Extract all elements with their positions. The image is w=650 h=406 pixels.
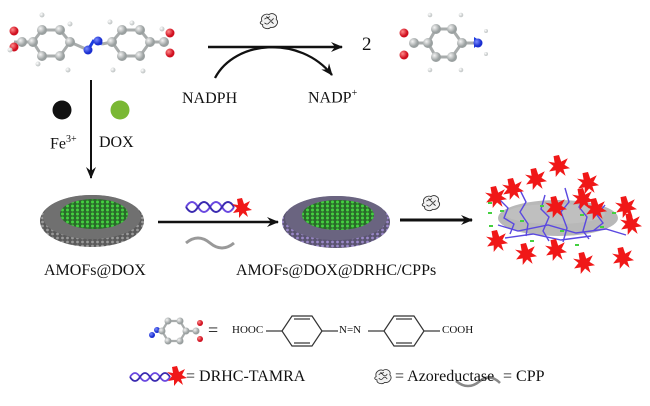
legend-cpp-label: = CPP xyxy=(503,368,545,385)
formula-azo: N=N xyxy=(339,324,362,336)
degraded-framework xyxy=(485,155,642,274)
azoreductase-icon xyxy=(421,195,440,212)
nadp-text: NADP xyxy=(308,89,352,107)
amofs-dox-drhc-cpps-particle xyxy=(282,196,390,248)
legend-azoreductase-label: = Azoreductase xyxy=(395,368,495,385)
amofs-dox-label: AMOFs@DOX xyxy=(44,262,146,279)
cpp-wave-icon xyxy=(185,236,235,250)
formula-equals: = xyxy=(208,320,219,340)
azoreductase-icon xyxy=(259,13,278,30)
nadph-text: NADPH xyxy=(182,90,238,107)
product-coefficient: 2 xyxy=(362,34,372,55)
aminobenzoic-acid-molecule xyxy=(399,12,488,73)
nadph-label: NADPH xyxy=(182,90,237,108)
reduction-arrow xyxy=(208,42,343,79)
legend-azoreductase-icon xyxy=(374,369,392,385)
formula-right-group: COOH xyxy=(442,324,474,336)
amofs-dox-particle xyxy=(40,195,144,247)
nadp-label: NADP+ xyxy=(308,88,357,107)
amofs-dox-drhc-cpps-label: AMOFs@DOX@DRHC/CPPs xyxy=(236,262,437,279)
dox-label: DOX xyxy=(99,134,134,151)
fe-label: Fe3+ xyxy=(50,134,77,153)
legend-dna-tamra-label: = DRHC-TAMRA xyxy=(186,368,306,385)
azobenzene-molecule xyxy=(7,12,175,74)
nadp-charge: + xyxy=(351,88,358,99)
fe-charge: 3+ xyxy=(66,134,77,145)
legend-dna-tamra-icon xyxy=(129,366,187,386)
dna-tamra-icon xyxy=(185,198,252,218)
dox-dot xyxy=(110,100,130,120)
fe-ion-dot xyxy=(52,100,72,120)
small-azo-molecule xyxy=(149,317,203,345)
fe-text: Fe xyxy=(50,135,66,153)
formula-left-group: HOOC xyxy=(232,324,264,336)
legend-cpp-wave-icon xyxy=(455,376,501,388)
structural-formula xyxy=(266,315,440,347)
